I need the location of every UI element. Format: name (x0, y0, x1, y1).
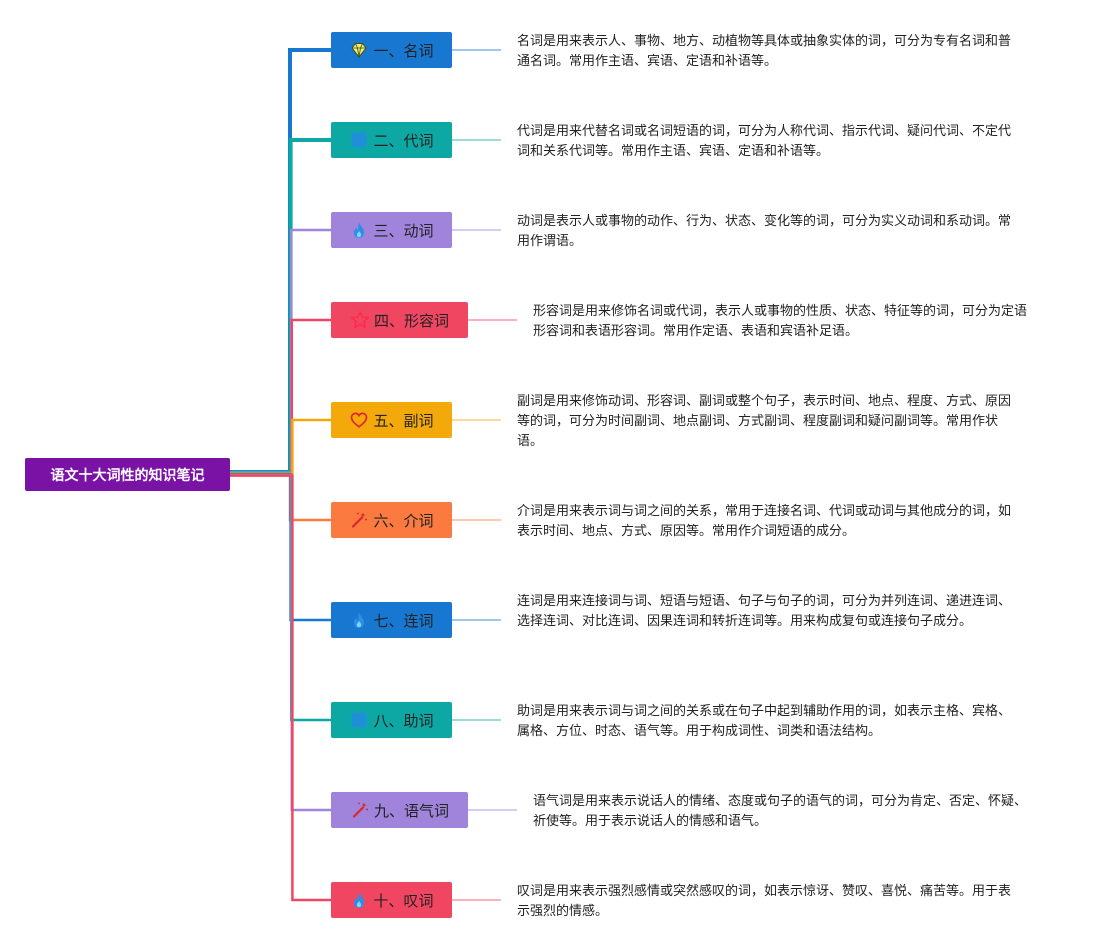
diamond-icon (349, 40, 369, 60)
branch-label: 一、名词 (373, 41, 434, 60)
note-pronoun: 代词是用来代替名词或名词短语的词，可分为人称代词、指示代词、疑问代词、不定代词和… (517, 124, 1012, 159)
branch-topic-verb[interactable]: 三、动词 (331, 212, 452, 248)
branch-connector (230, 473, 331, 812)
flame-icon (349, 220, 369, 240)
branch-label: 八、助词 (373, 711, 434, 730)
star-icon (350, 310, 370, 330)
branch-connector (230, 138, 331, 475)
square-icon (349, 130, 369, 150)
note-adjective: 形容词是用来修饰名词或代词，表示人或事物的性质、状态、特征等的词，可分为定语形容… (533, 304, 1028, 339)
magic-wand-icon (349, 510, 369, 530)
note-modal-particle: 语气词是用来表示说话人的情绪、态度或句子的语气的词，可分为肯定、否定、怀疑、祈使… (533, 794, 1028, 829)
branch-topic-preposition[interactable]: 六、介词 (331, 502, 452, 538)
branch-connector (230, 418, 331, 475)
branch-topic-pronoun[interactable]: 二、代词 (331, 122, 452, 158)
note-verb: 动词是表示人或事物的动作、行为、状态、变化等的词，可分为实义动词和系动词。常用作… (517, 214, 1012, 249)
branch-connector (230, 473, 331, 722)
branch-connector (230, 318, 331, 475)
branch-connector (230, 474, 331, 902)
branch-label: 五、副词 (373, 411, 434, 430)
flame-icon (349, 610, 369, 630)
branch-connector (230, 472, 331, 522)
branch-label: 二、代词 (373, 131, 434, 150)
branch-label: 四、形容词 (373, 311, 449, 330)
branch-topic-noun[interactable]: 一、名词 (331, 32, 452, 68)
branch-label: 十、叹词 (373, 891, 434, 910)
branch-connector (230, 473, 331, 622)
branch-label: 九、语气词 (373, 801, 449, 820)
branch-topic-modal-particle[interactable]: 九、语气词 (331, 792, 468, 828)
note-conjunction: 连词是用来连接词与词、短语与短语、句子与句子的词，可分为并列连词、递进连词、选择… (517, 594, 1012, 629)
note-adverb: 副词是用来修饰动词、形容词、副词或整个句子，表示时间、地点、程度、方式、原因等的… (517, 394, 1012, 449)
branch-connector (230, 228, 331, 475)
heart-icon (349, 410, 369, 430)
flame-icon (349, 890, 369, 910)
branch-topic-adverb[interactable]: 五、副词 (331, 402, 452, 438)
branch-topic-interjection[interactable]: 十、叹词 (331, 882, 452, 918)
branch-connector (230, 48, 331, 474)
branch-label: 六、介词 (373, 511, 434, 530)
note-preposition: 介词是用来表示词与词之间的关系，常用于连接名词、代词或动词与其他成分的词，如表示… (517, 504, 1012, 539)
root-topic[interactable]: 语文十大词性的知识笔记 (25, 458, 230, 491)
branch-topic-particle[interactable]: 八、助词 (331, 702, 452, 738)
branch-topic-conjunction[interactable]: 七、连词 (331, 602, 452, 638)
note-interjection: 叹词是用来表示强烈感情或突然感叹的词，如表示惊讶、赞叹、喜悦、痛苦等。用于表示强… (517, 884, 1012, 919)
branch-label: 三、动词 (373, 221, 434, 240)
branch-topic-adjective[interactable]: 四、形容词 (331, 302, 468, 338)
note-particle: 助词是用来表示词与词之间的关系或在句子中起到辅助作用的词，如表示主格、宾格、属格… (517, 704, 1012, 739)
magic-wand-icon (350, 800, 370, 820)
branch-label: 七、连词 (373, 611, 434, 630)
square-icon (349, 710, 369, 730)
note-noun: 名词是用来表示人、事物、地方、动植物等具体或抽象实体的词，可分为专有名词和普通名… (517, 34, 1012, 69)
